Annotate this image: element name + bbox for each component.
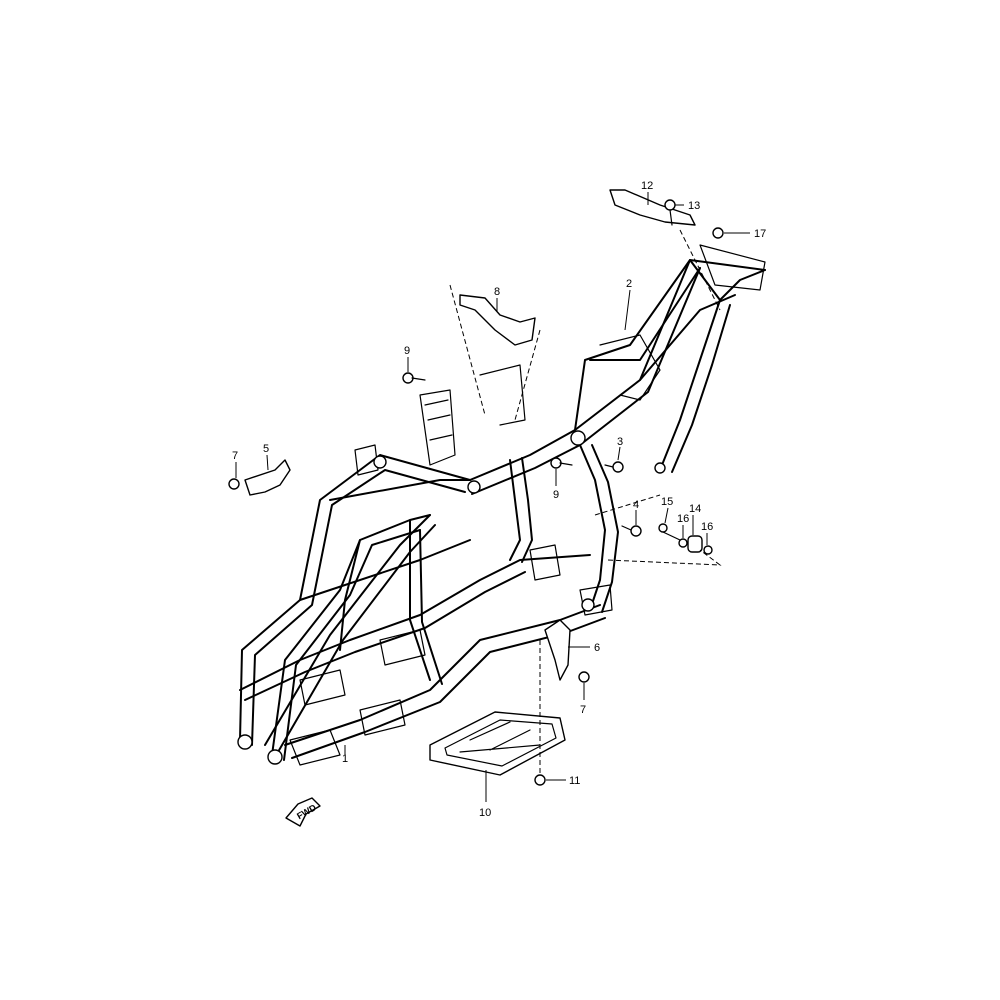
washer-16a (678, 538, 688, 548)
bracket-8 (459, 294, 536, 346)
callout-10: 10 (479, 807, 491, 819)
nut-17 (712, 227, 724, 239)
callout-11: 11 (569, 775, 580, 787)
callout-6: 6 (594, 642, 600, 654)
callout-2: 2 (626, 278, 632, 290)
callout-5: 5 (263, 443, 269, 455)
callout-3: 3 (617, 436, 623, 448)
bolt-15 (658, 523, 681, 541)
callout-4: 4 (633, 499, 639, 511)
bracket-12 (609, 189, 696, 226)
bracket-6 (544, 619, 571, 681)
main-frame (237, 244, 766, 766)
callout-13: 13 (688, 200, 700, 212)
callout-7a: 7 (232, 450, 238, 462)
callout-16b: 16 (701, 521, 713, 533)
callout-14: 14 (689, 503, 701, 515)
leader-lines (235, 192, 750, 802)
bushing-14 (687, 535, 703, 553)
callout-9a: 9 (404, 345, 410, 357)
bolt-7a (228, 478, 240, 490)
callout-12: 12 (641, 180, 653, 192)
bracket-5 (244, 459, 291, 496)
bolt-11 (534, 774, 546, 786)
bolt-7b (578, 671, 590, 683)
bolt-3 (604, 461, 624, 473)
fwd-indicator: FWD (285, 797, 321, 827)
callout-7b: 7 (580, 704, 586, 716)
bolt-4 (621, 525, 642, 537)
callout-17: 17 (754, 228, 766, 240)
arrow-left-down-icon (285, 797, 321, 827)
callout-15: 15 (661, 496, 673, 508)
bolt-9b (550, 457, 573, 469)
skid-plate-10 (429, 711, 566, 776)
callout-1: 1 (342, 753, 348, 765)
callout-16a: 16 (677, 513, 689, 525)
callout-labels: 1 2 3 4 5 6 7 7 8 9 9 10 11 12 13 14 15 … (232, 180, 766, 819)
bolt-9a (402, 372, 426, 384)
washer-16b (703, 545, 713, 555)
callout-9b: 9 (553, 489, 559, 501)
callout-8: 8 (494, 286, 500, 298)
